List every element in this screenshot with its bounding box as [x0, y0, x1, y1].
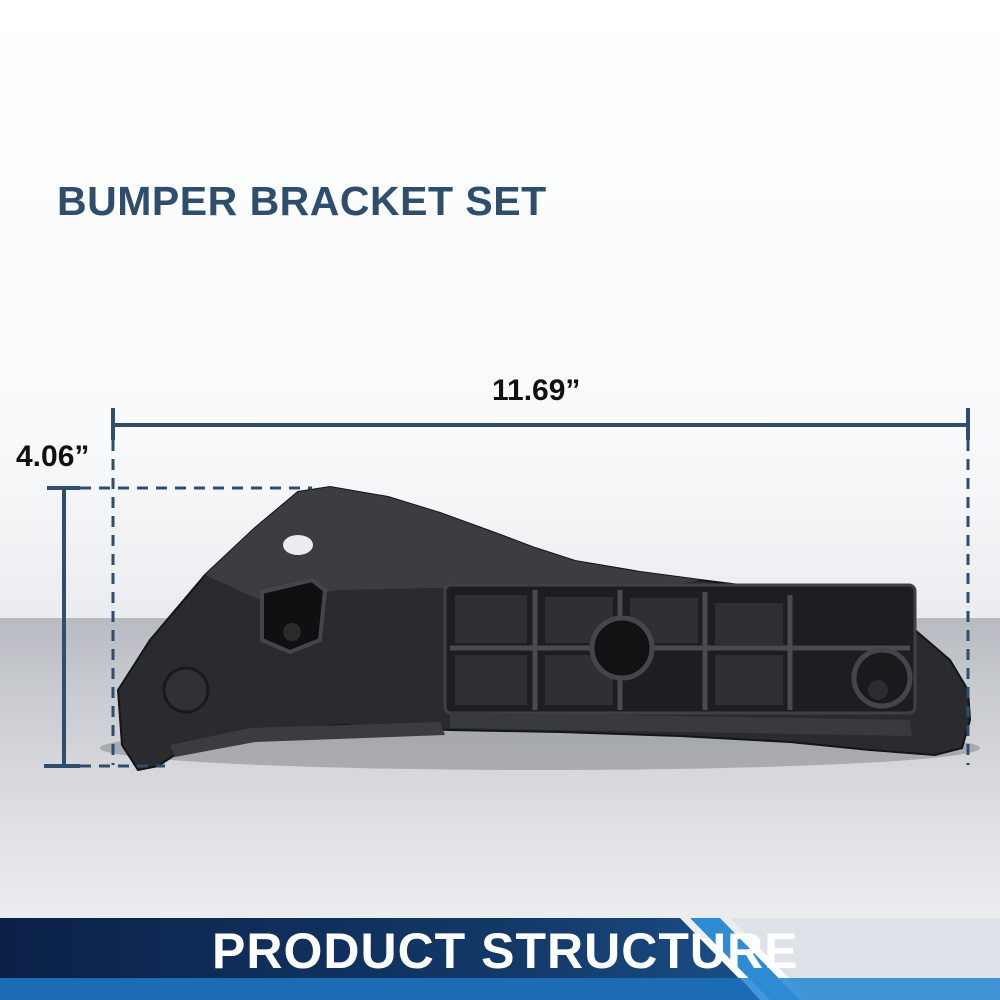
product-structure-banner [0, 918, 1000, 1000]
width-dimension-label: 11.69” [492, 374, 581, 407]
banner-label: PRODUCT STRUCTURE [212, 923, 799, 979]
height-dimension-label: 4.06” [16, 440, 90, 473]
page-title: BUMPER BRACKET SET [57, 178, 547, 224]
background-upper [0, 0, 1000, 625]
bumper-bracket-image [116, 485, 972, 772]
height-dimension-line [44, 486, 312, 768]
width-dimension-line [111, 408, 970, 765]
